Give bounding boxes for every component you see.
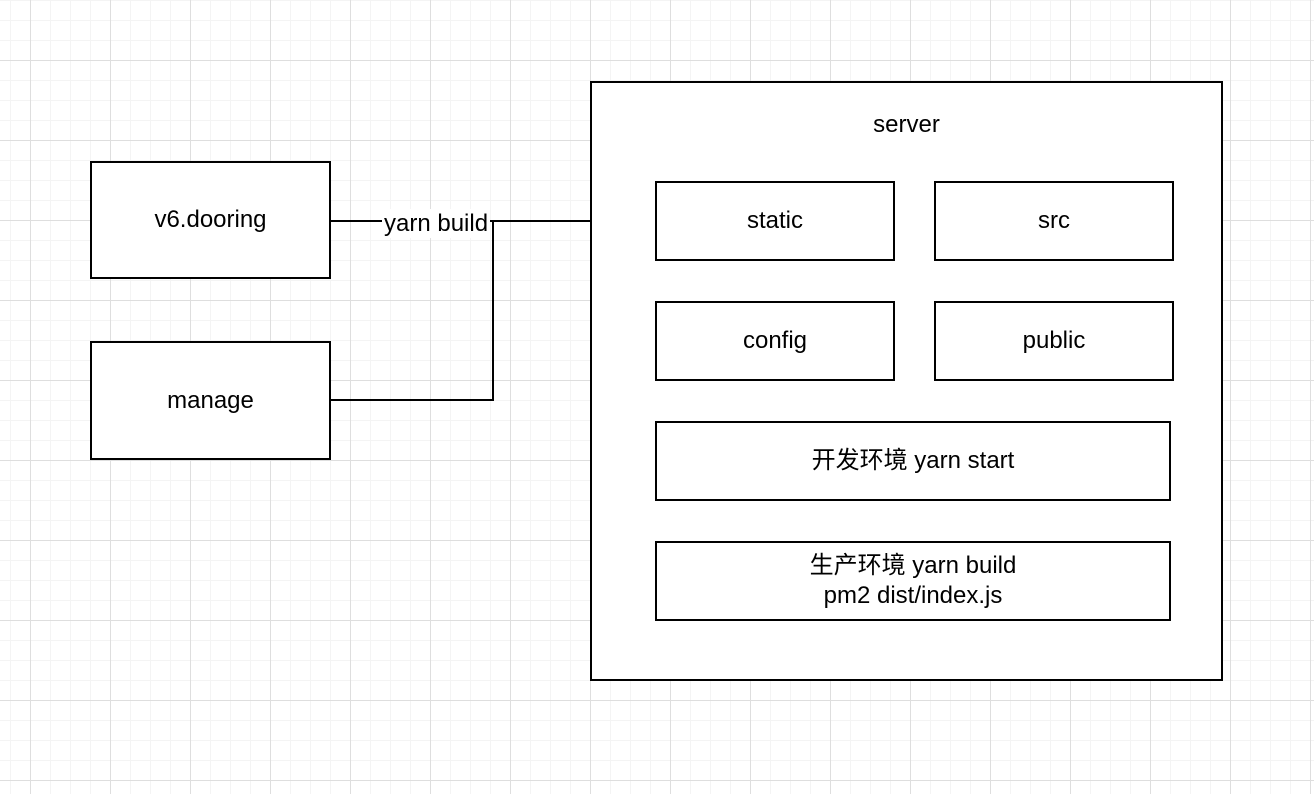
node-config-label: config	[742, 327, 808, 354]
edge-manage-to-static[interactable]	[331, 221, 494, 401]
node-v6-dooring[interactable]: v6.dooring	[90, 161, 331, 279]
node-dev-env[interactable]: 开发环境 yarn start	[655, 421, 1171, 501]
node-src-label: src	[1038, 207, 1070, 234]
node-public[interactable]: public	[934, 301, 1174, 381]
node-static-label: static	[746, 207, 803, 234]
node-public-label: public	[1022, 327, 1086, 354]
node-static[interactable]: static	[655, 181, 895, 261]
node-manage-label: manage	[167, 386, 254, 414]
node-config[interactable]: config	[655, 301, 895, 381]
group-server[interactable]: server static src config public 开发环境 yar…	[590, 81, 1223, 681]
node-src[interactable]: src	[934, 181, 1174, 261]
node-prod-env[interactable]: 生产环境 yarn build pm2 dist/index.js	[655, 541, 1171, 621]
node-dev-env-label: 开发环境 yarn start	[811, 447, 1015, 474]
node-prod-env-label-line2: pm2 dist/index.js	[823, 582, 1003, 609]
node-prod-env-label-line1: 生产环境 yarn build	[809, 552, 1017, 579]
edge-label-yarn-build[interactable]: yarn build	[382, 209, 491, 238]
node-v6-dooring-label: v6.dooring	[154, 206, 267, 233]
node-manage[interactable]: manage	[90, 341, 331, 460]
group-server-label: server	[873, 111, 940, 138]
